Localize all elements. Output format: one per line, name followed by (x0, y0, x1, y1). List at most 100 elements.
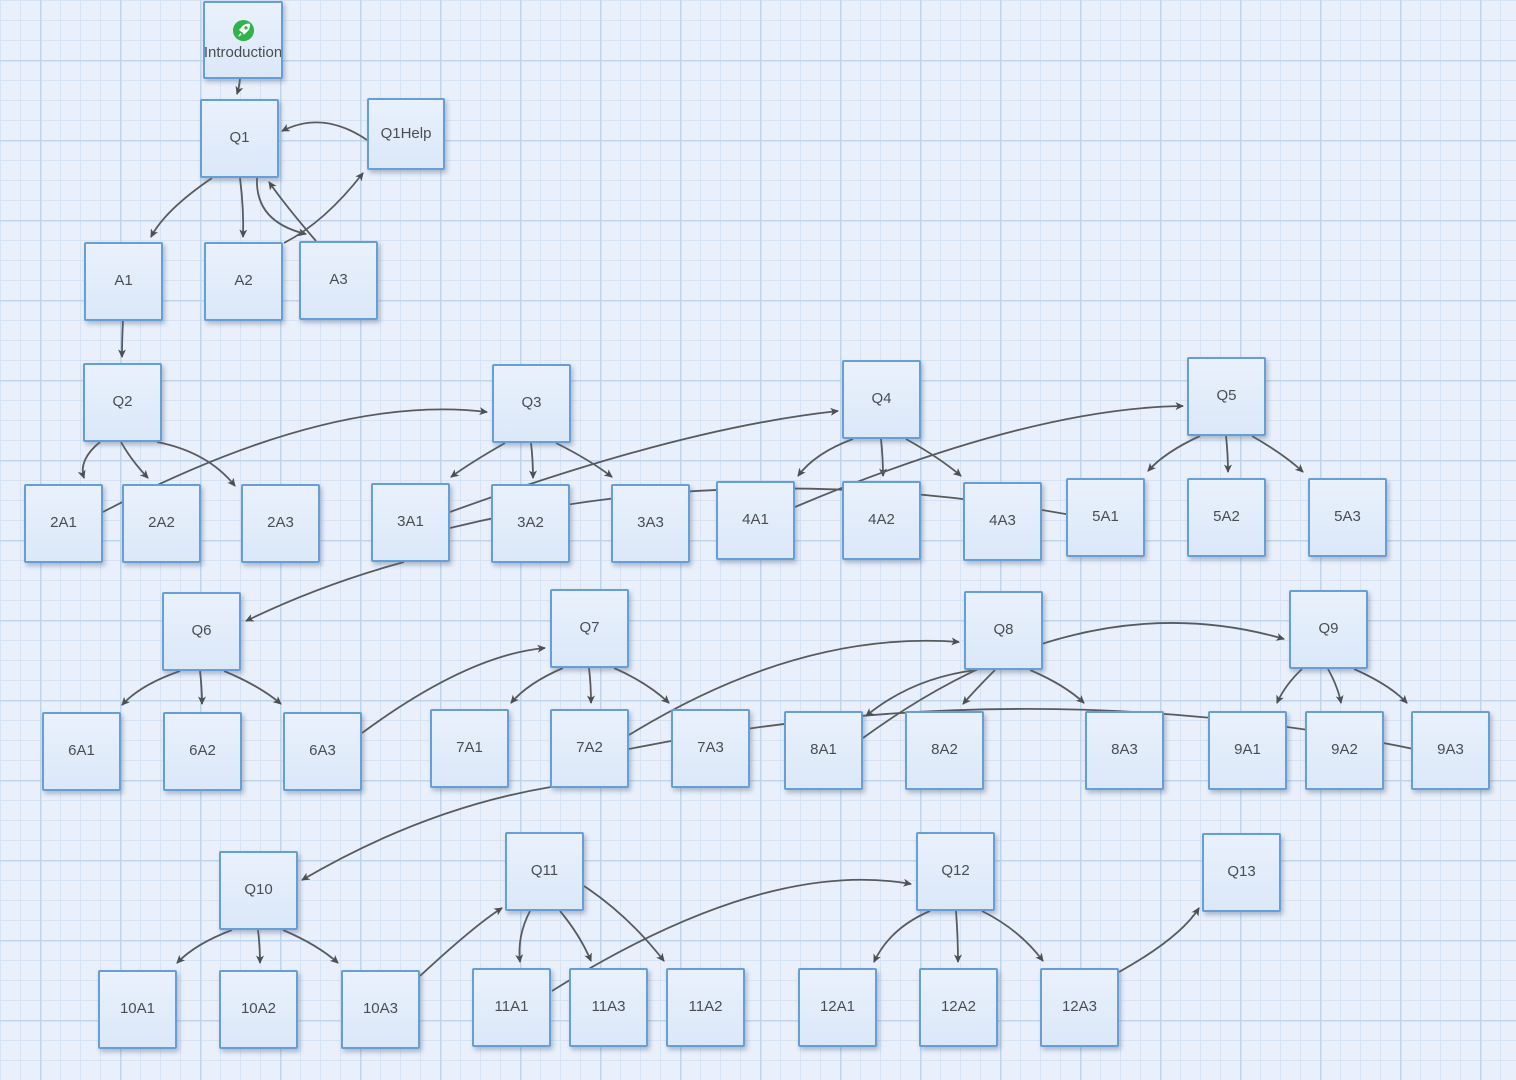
node-a2a1[interactable]: 2A1 (24, 484, 103, 563)
node-a5a1[interactable]: 5A1 (1066, 478, 1145, 557)
edge-q7-to-a7a3[interactable] (613, 667, 670, 704)
edge-q7-to-a7a1[interactable] (510, 667, 564, 704)
edge-a12a3-to-q13[interactable] (1118, 907, 1200, 973)
node-a4a2[interactable]: 4A2 (842, 481, 921, 560)
node-a7a1[interactable]: 7A1 (430, 709, 509, 788)
node-q7[interactable]: Q7 (550, 589, 629, 668)
edge-q6-to-a6a3[interactable] (223, 670, 282, 705)
node-a3a3[interactable]: 3A3 (611, 484, 690, 563)
node-a12a1[interactable]: 12A1 (798, 968, 877, 1047)
edge-q9-to-a9a1[interactable] (1276, 668, 1303, 704)
edge-q10-to-a10a3[interactable] (282, 929, 339, 964)
edge-q3-to-a3a1[interactable] (450, 442, 506, 478)
node-a10a1[interactable]: 10A1 (98, 970, 177, 1049)
node-a10a3[interactable]: 10A3 (341, 970, 420, 1049)
node-a2a2[interactable]: 2A2 (122, 484, 201, 563)
node-q12[interactable]: Q12 (916, 832, 995, 911)
node-a3a1[interactable]: 3A1 (371, 483, 450, 562)
edge-q8-to-a8a1[interactable] (865, 669, 977, 717)
node-a7a3[interactable]: 7A3 (671, 709, 750, 788)
edge-a10a3-to-q11[interactable] (419, 907, 503, 977)
node-a3a2[interactable]: 3A2 (491, 484, 570, 563)
node-a9a2[interactable]: 9A2 (1305, 711, 1384, 790)
node-a8a1[interactable]: 8A1 (784, 711, 863, 790)
node-a4a3[interactable]: 4A3 (963, 482, 1042, 561)
node-a6a2[interactable]: 6A2 (163, 712, 242, 791)
edge-q5-to-a5a3[interactable] (1251, 435, 1304, 473)
edge-a8a1-to-q9[interactable] (862, 622, 1285, 739)
node-q13[interactable]: Q13 (1202, 833, 1281, 912)
edge-q7-to-a7a2[interactable] (586, 667, 595, 704)
edge-q6-to-a6a2[interactable] (197, 670, 206, 705)
edge-q9-to-a9a2[interactable] (1327, 668, 1344, 704)
edge-q5-to-a5a2[interactable] (1223, 435, 1232, 473)
node-q10[interactable]: Q10 (219, 851, 298, 930)
edge-a3a1-to-q6[interactable] (245, 561, 405, 622)
edge-q12-to-a12a2[interactable] (953, 910, 962, 963)
edge-a7a2-to-q10[interactable] (301, 786, 552, 881)
edge-q4-to-a4a1[interactable] (797, 438, 854, 477)
edge-q11-to-a11a2[interactable] (583, 885, 665, 962)
edge-q9-to-a9a3[interactable] (1353, 668, 1408, 704)
node-a7a2[interactable]: 7A2 (550, 709, 629, 788)
edge-a3-to-q1[interactable] (268, 181, 317, 242)
node-a12a3[interactable]: 12A3 (1040, 968, 1119, 1047)
node-a6a1[interactable]: 6A1 (42, 712, 121, 791)
edge-q3-to-a3a3[interactable] (555, 442, 613, 478)
node-a2a3[interactable]: 2A3 (241, 484, 320, 563)
edge-intro-to-q1[interactable] (235, 78, 244, 95)
node-a2[interactable]: A2 (204, 242, 283, 321)
edge-q6-to-a6a1[interactable] (121, 670, 181, 706)
edge-q2-to-a2a3[interactable] (156, 441, 236, 487)
node-q9[interactable]: Q9 (1289, 590, 1368, 669)
node-q6[interactable]: Q6 (162, 592, 241, 671)
edge-q4-to-a4a3[interactable] (905, 438, 962, 477)
edge-q11-to-a11a1[interactable] (515, 910, 531, 963)
node-q5[interactable]: Q5 (1187, 357, 1266, 436)
node-q2[interactable]: Q2 (83, 363, 162, 442)
edge-q12-to-a12a1[interactable] (873, 910, 931, 963)
node-q8[interactable]: Q8 (964, 591, 1043, 670)
edge-a6a3-to-q7[interactable] (361, 644, 546, 734)
node-a5a3[interactable]: 5A3 (1308, 478, 1387, 557)
node-q1[interactable]: Q1 (200, 99, 279, 178)
edge-q12-to-a12a3[interactable] (981, 910, 1044, 962)
node-a11a3[interactable]: 11A3 (569, 968, 648, 1047)
edge-q1help-to-q1[interactable] (281, 121, 368, 141)
node-a11a2[interactable]: 11A2 (666, 968, 745, 1047)
node-a1[interactable]: A1 (84, 242, 163, 321)
edge-q10-to-a10a2[interactable] (255, 929, 264, 964)
node-q1help[interactable]: Q1Help (367, 98, 445, 170)
edge-a1-to-q2[interactable] (118, 320, 127, 358)
node-q3[interactable]: Q3 (492, 364, 571, 443)
node-a3[interactable]: A3 (299, 241, 378, 320)
edge-q5-to-a5a1[interactable] (1147, 435, 1201, 472)
node-a8a2[interactable]: 8A2 (905, 711, 984, 790)
edge-q10-to-a10a1[interactable] (176, 929, 233, 964)
edge-q1-to-a1[interactable] (150, 177, 213, 238)
edge-q11-to-a11a3[interactable] (559, 910, 592, 962)
edge-q1-to-a3[interactable] (256, 177, 307, 237)
edge-q2-to-a2a1[interactable] (77, 441, 101, 479)
edge-q3-to-a3a2[interactable] (528, 442, 537, 479)
node-a9a3[interactable]: 9A3 (1411, 711, 1490, 790)
edge-q8-to-a8a3[interactable] (1029, 669, 1085, 704)
node-a12a2[interactable]: 12A2 (919, 968, 998, 1047)
edge-q8-to-a8a2[interactable] (962, 669, 996, 705)
node-a9a1[interactable]: 9A1 (1208, 711, 1287, 790)
edge-a2a1-to-q3[interactable] (102, 407, 488, 513)
node-a10a2[interactable]: 10A2 (219, 970, 298, 1049)
node-a6a3[interactable]: 6A3 (283, 712, 362, 791)
edge-q2-to-a2a2[interactable] (120, 441, 149, 479)
node-a5a2[interactable]: 5A2 (1187, 478, 1266, 557)
node-q4[interactable]: Q4 (842, 360, 921, 439)
edge-q1-to-a2[interactable] (239, 177, 248, 238)
node-a4a1[interactable]: 4A1 (716, 481, 795, 560)
node-q11[interactable]: Q11 (505, 832, 584, 911)
edge-a11a1-to-q12[interactable] (551, 878, 912, 992)
node-a11a1[interactable]: 11A1 (472, 968, 551, 1047)
node-a8a3[interactable]: 8A3 (1085, 711, 1164, 790)
edge-a2-to-q1help[interactable] (283, 172, 364, 244)
node-intro[interactable]: Introduction (203, 1, 283, 79)
